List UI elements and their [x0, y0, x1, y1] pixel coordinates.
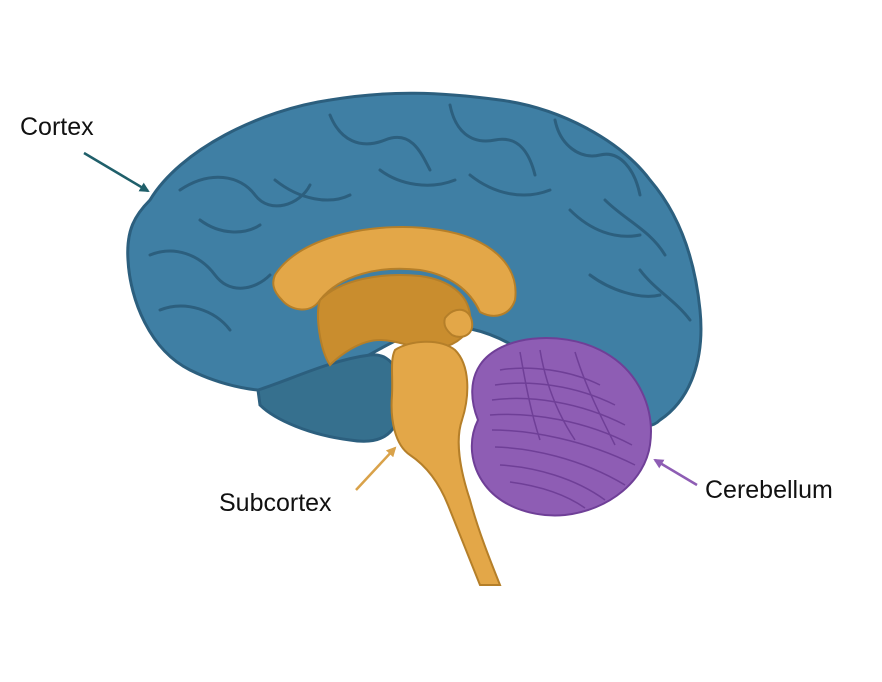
cerebellum-arrow — [653, 458, 698, 487]
cortex-folds — [148, 103, 692, 332]
cerebellum-region — [470, 337, 652, 517]
cerebellum-label: Cerebellum — [705, 476, 833, 504]
subcortex-arch — [272, 226, 517, 317]
cortex-label: Cortex — [20, 113, 94, 141]
cerebellum-folia — [489, 349, 636, 509]
cortex-arrow — [83, 151, 150, 193]
subcortex-pineal — [443, 308, 474, 338]
subcortex-label: Subcortex — [219, 489, 332, 517]
subcortex-arrow — [355, 446, 397, 491]
subcortex-brainstem — [390, 340, 502, 586]
